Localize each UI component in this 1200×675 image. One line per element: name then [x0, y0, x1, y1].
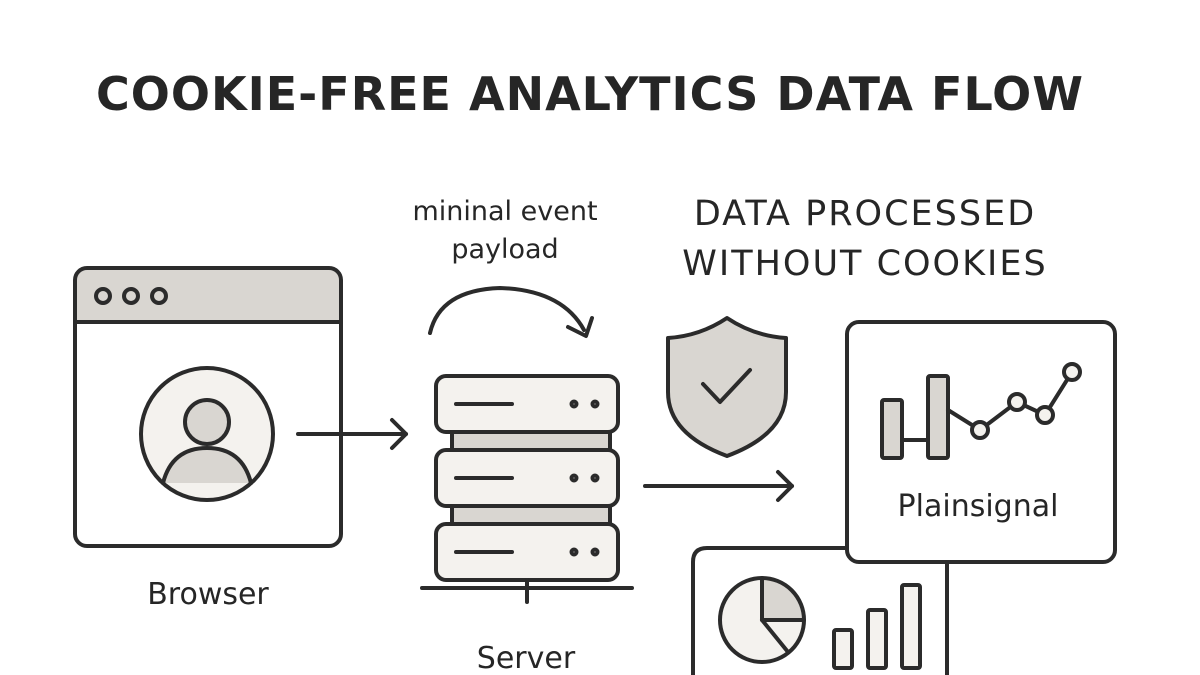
- browser-window: [73, 266, 343, 548]
- server-label: Server: [477, 641, 576, 675]
- shield-check-icon: [666, 316, 788, 458]
- pie-chart-icon: [718, 576, 806, 664]
- window-dots: [94, 287, 168, 305]
- server-unit-1: [434, 374, 620, 434]
- processed-label-line2: WITHOUT COOKIES: [682, 244, 1047, 284]
- curved-arrow-icon: [428, 286, 594, 338]
- plainsignal-dashboard-card: Plainsignal: [845, 320, 1117, 564]
- dashboard-label: Plainsignal: [898, 489, 1059, 524]
- server-unit-3: [434, 522, 620, 582]
- line-bar-chart-icon: [880, 362, 1082, 460]
- diagram-title: COOKIE-FREE ANALYTICS DATA FLOW: [96, 67, 1084, 121]
- payload-label-line2: payload: [451, 234, 558, 265]
- processed-label-line1: DATA PROCESSED: [694, 194, 1036, 234]
- server-unit-2: [434, 448, 620, 508]
- user-avatar-icon: [139, 366, 275, 502]
- server-icon: [420, 374, 634, 604]
- browser-label: Browser: [147, 577, 269, 612]
- reports-card: [691, 546, 949, 675]
- arrow-server-to-dashboard: [643, 470, 794, 502]
- arrow-browser-to-server: [296, 418, 408, 450]
- bar-chart-icon: [832, 583, 922, 670]
- payload-label-line1: mininal event: [412, 196, 597, 227]
